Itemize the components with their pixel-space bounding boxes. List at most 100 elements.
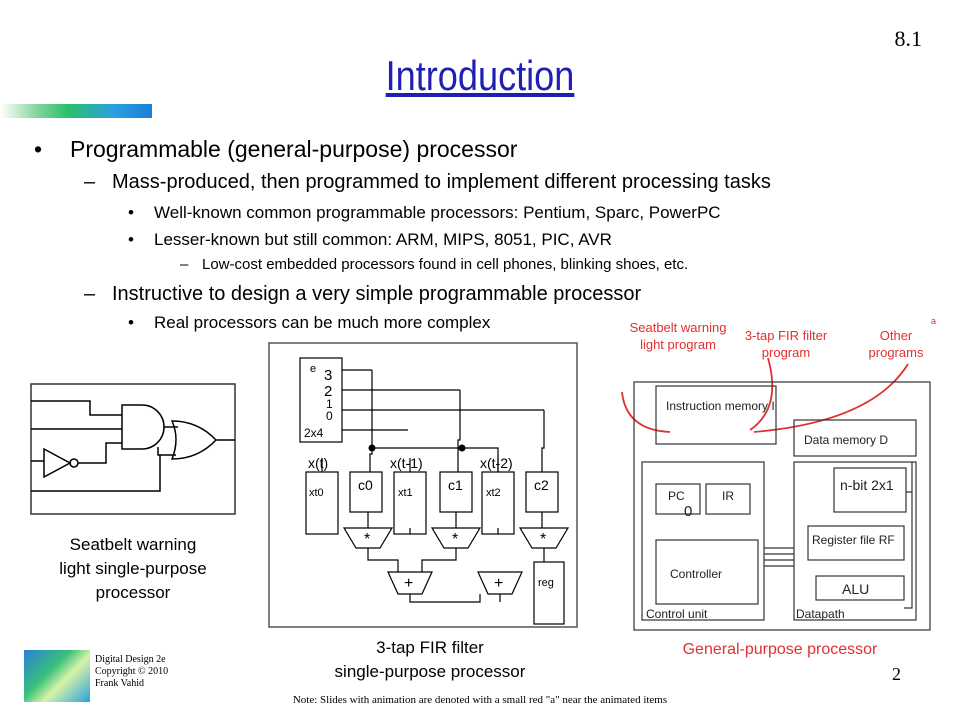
figure-border (30, 383, 236, 515)
output-register (533, 561, 565, 625)
section-number: 8.1 (894, 26, 923, 51)
decoder-enable-label: e (310, 363, 316, 375)
bullet-text: Real processors can be much more complex (154, 313, 491, 332)
c-register-0 (349, 471, 383, 513)
footer-line: Frank Vahid (95, 678, 144, 689)
x-register-2 (481, 471, 515, 535)
signal-label: x(t) (308, 455, 328, 471)
wire (367, 512, 543, 534)
program-arrow (621, 391, 671, 433)
multiply-symbol: * (364, 531, 370, 548)
wire (764, 547, 794, 567)
caption-line: 3-tap FIR filter (376, 638, 484, 657)
title-accent-bar (0, 104, 152, 118)
program-arrow (753, 363, 909, 433)
x-register-1 (393, 471, 427, 535)
bullet-marker: • (128, 230, 134, 249)
animation-note: Note: Slides with animation are denoted … (292, 694, 668, 706)
decoder-output-label: 2 (324, 383, 332, 400)
controller-label: Controller (670, 567, 722, 581)
decoder-output-label: 3 (324, 367, 332, 384)
bullet-marker: • (34, 136, 43, 162)
bullet-marker: – (180, 256, 189, 273)
pc-value: 0 (684, 503, 692, 520)
decoder-output-label: 1 (326, 397, 333, 411)
x-register-label: xt2 (486, 487, 501, 499)
gpp-figure: Instruction memory I Data memory D PC 0 … (621, 357, 931, 631)
x-register-label: xt1 (398, 487, 413, 499)
bullet-marker: – (84, 171, 96, 193)
processor-border (633, 381, 931, 631)
wire (904, 462, 913, 609)
bullet-text: Lesser-known but still common: ARM, MIPS… (154, 230, 612, 249)
bullet-text: Low-cost embedded processors found in ce… (202, 256, 689, 273)
coefficient-label: c0 (358, 477, 373, 493)
footer-line: Copyright © 2010 (95, 666, 169, 677)
instruction-memory-box (655, 385, 777, 445)
junction-dot (368, 444, 376, 452)
multiplier-0 (342, 527, 394, 549)
caption-line: single-purpose processor (334, 662, 526, 681)
wire (78, 442, 122, 464)
book-logo-image (24, 650, 90, 702)
x-register-label: xt0 (309, 487, 324, 499)
ir-register (705, 483, 751, 515)
seatbelt-caption: Seatbelt warning light single-purpose pr… (20, 533, 246, 605)
alu-label: ALU (842, 581, 869, 597)
fir-filter-figure: e 3 2 1 0 2x4 x(t) x(t-1) x(t-2) c0 c1 c… (268, 342, 578, 628)
wire (31, 455, 161, 492)
caption-line: processor (95, 583, 171, 602)
adder-1 (477, 571, 523, 595)
register-file-box (807, 525, 905, 561)
multiplier-2 (518, 527, 570, 549)
mux-label: n-bit 2x1 (840, 477, 894, 493)
register-file-label: Register file RF (812, 533, 895, 547)
page-number: 2 (892, 664, 901, 684)
datapath-box (793, 461, 917, 621)
coefficient-label: c2 (534, 477, 549, 493)
data-memory-box (793, 419, 917, 457)
bullet-marker: • (128, 313, 134, 332)
instruction-memory-label: Instruction memory I (666, 399, 775, 413)
program-label-seatbelt: Seatbelt warning light program (629, 320, 727, 352)
multiplier-1 (430, 527, 482, 549)
bullet-marker: • (128, 203, 134, 222)
wire (342, 369, 544, 431)
gpp-caption: General-purpose processor (682, 641, 878, 658)
decoder-name: 2x4 (304, 426, 324, 440)
wire (157, 447, 176, 456)
x-register-0 (305, 471, 339, 535)
signal-label: x(t-2) (480, 455, 513, 471)
output-register-label: reg (538, 577, 554, 589)
program-label-other: Other programs (868, 328, 924, 360)
control-unit-label: Control unit (646, 607, 708, 621)
animation-marker: a (931, 316, 937, 326)
and-gate (121, 404, 165, 450)
data-memory-label: Data memory D (804, 433, 888, 447)
ir-label: IR (722, 489, 734, 503)
program-label-fir: 3-tap FIR filter program (744, 328, 828, 360)
coefficient-label: c1 (448, 477, 463, 493)
junction-dot (458, 444, 466, 452)
bullet-text: Well-known common programmable processor… (154, 203, 721, 222)
decoder-box (299, 357, 343, 443)
controller-box (655, 539, 759, 605)
seatbelt-circuit-figure (30, 383, 236, 515)
decoder-output-label: 0 (326, 409, 333, 423)
caption-line: light single-purpose (59, 559, 207, 578)
bullet-text: Instructive to design a very simple prog… (112, 283, 642, 305)
bullet-text: Mass-produced, then programmed to implem… (112, 171, 771, 193)
bullet-text: Programmable (general-purpose) processor (70, 136, 518, 162)
signal-label: x(t-1) (390, 455, 423, 471)
footer-credit: Digital Design 2e Copyright © 2010 Frank… (95, 654, 168, 690)
fir-caption: 3-tap FIR filter single-purpose processo… (300, 636, 560, 684)
slide-title: Introduction (385, 52, 575, 99)
adder-0 (387, 571, 433, 595)
pc-register (655, 483, 701, 515)
figure-border (268, 342, 578, 628)
datapath-label: Datapath (796, 607, 845, 621)
wire (31, 400, 122, 416)
or-gate (170, 420, 218, 460)
control-unit-box (641, 461, 765, 621)
inverter (43, 447, 72, 479)
